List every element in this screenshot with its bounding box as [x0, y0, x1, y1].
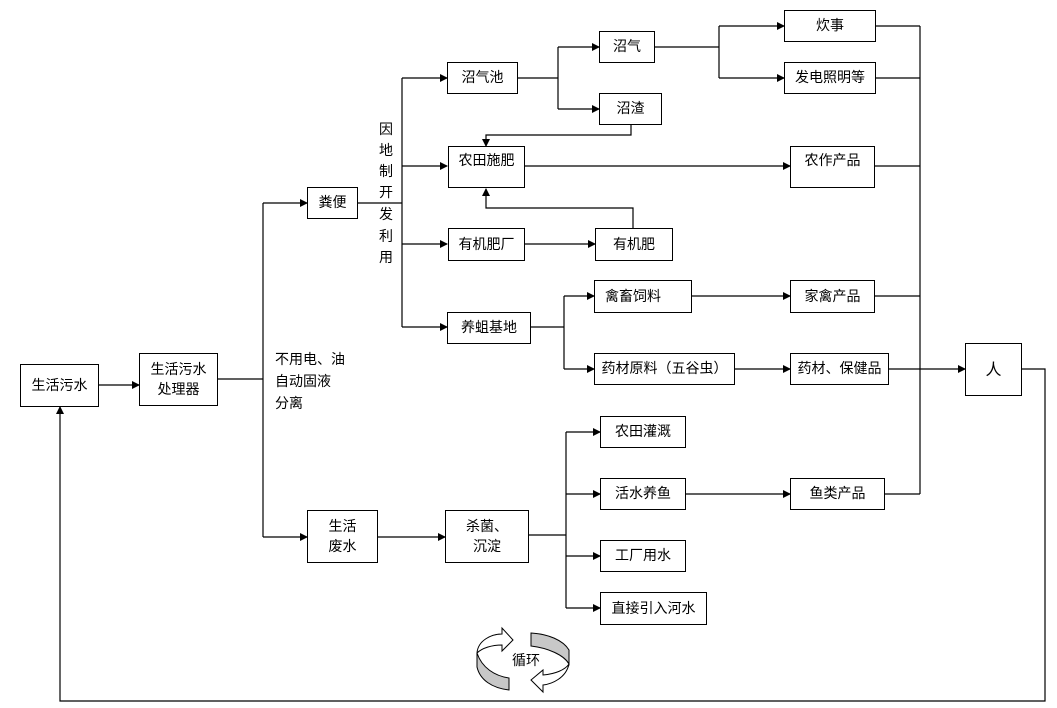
- cycle-label: 循环: [512, 653, 540, 669]
- local-use-char: 开: [379, 185, 393, 201]
- local-use-char: 利: [379, 229, 393, 245]
- node-sewage: 生活污水: [20, 364, 99, 407]
- edge-residue-fertilizing: [482, 125, 632, 147]
- local-use-char: 制: [379, 164, 393, 180]
- node-biogas-residue: 沼渣: [599, 93, 662, 125]
- node-person: 人: [965, 343, 1022, 396]
- node-sterilize: 杀菌、 沉淀: [445, 510, 529, 563]
- node-cooking: 炊事: [784, 10, 876, 42]
- node-organic-plant: 有机肥厂: [448, 228, 525, 261]
- local-use-char: 因: [379, 122, 393, 138]
- local-use-char: 地: [379, 143, 393, 159]
- node-river: 直接引入河水: [600, 592, 707, 625]
- node-farm-fertilizing: 农田施肥: [448, 146, 525, 188]
- cycle-arrows-icon: [476, 626, 570, 694]
- node-irrigation: 农田灌溉: [600, 416, 686, 448]
- node-power-lighting: 发电照明等: [784, 62, 876, 94]
- node-biogas: 沼气: [599, 31, 655, 63]
- node-processor: 生活污水 处理器: [139, 353, 218, 406]
- node-livestock-feed: 禽畜饲料: [594, 280, 692, 313]
- local-use-char: 用: [379, 250, 393, 266]
- node-crop-products: 农作产品: [790, 146, 875, 188]
- node-maggot-base: 养蛆基地: [447, 312, 531, 344]
- node-factory-water: 工厂用水: [600, 540, 686, 572]
- node-medicine-health: 药材、保健品: [790, 353, 889, 385]
- node-organic-fertilizer: 有机肥: [595, 228, 673, 261]
- node-fish-farming: 活水养鱼: [600, 478, 686, 510]
- node-medicine-material: 药材原料（五谷虫）: [594, 353, 735, 385]
- edge-return-loop: [56, 368, 1046, 702]
- local-use-char: 发: [379, 207, 393, 223]
- edge-fertilizer-fertilizing: [482, 188, 634, 228]
- node-wastewater: 生活 废水: [307, 510, 378, 563]
- node-biogas-pool: 沼气池: [447, 62, 518, 94]
- separation-label: 不用电、油 自动固液 分离: [275, 352, 345, 412]
- node-poultry-products: 家禽产品: [790, 280, 875, 313]
- node-feces: 粪便: [307, 187, 358, 219]
- node-fish-products: 鱼类产品: [790, 478, 885, 510]
